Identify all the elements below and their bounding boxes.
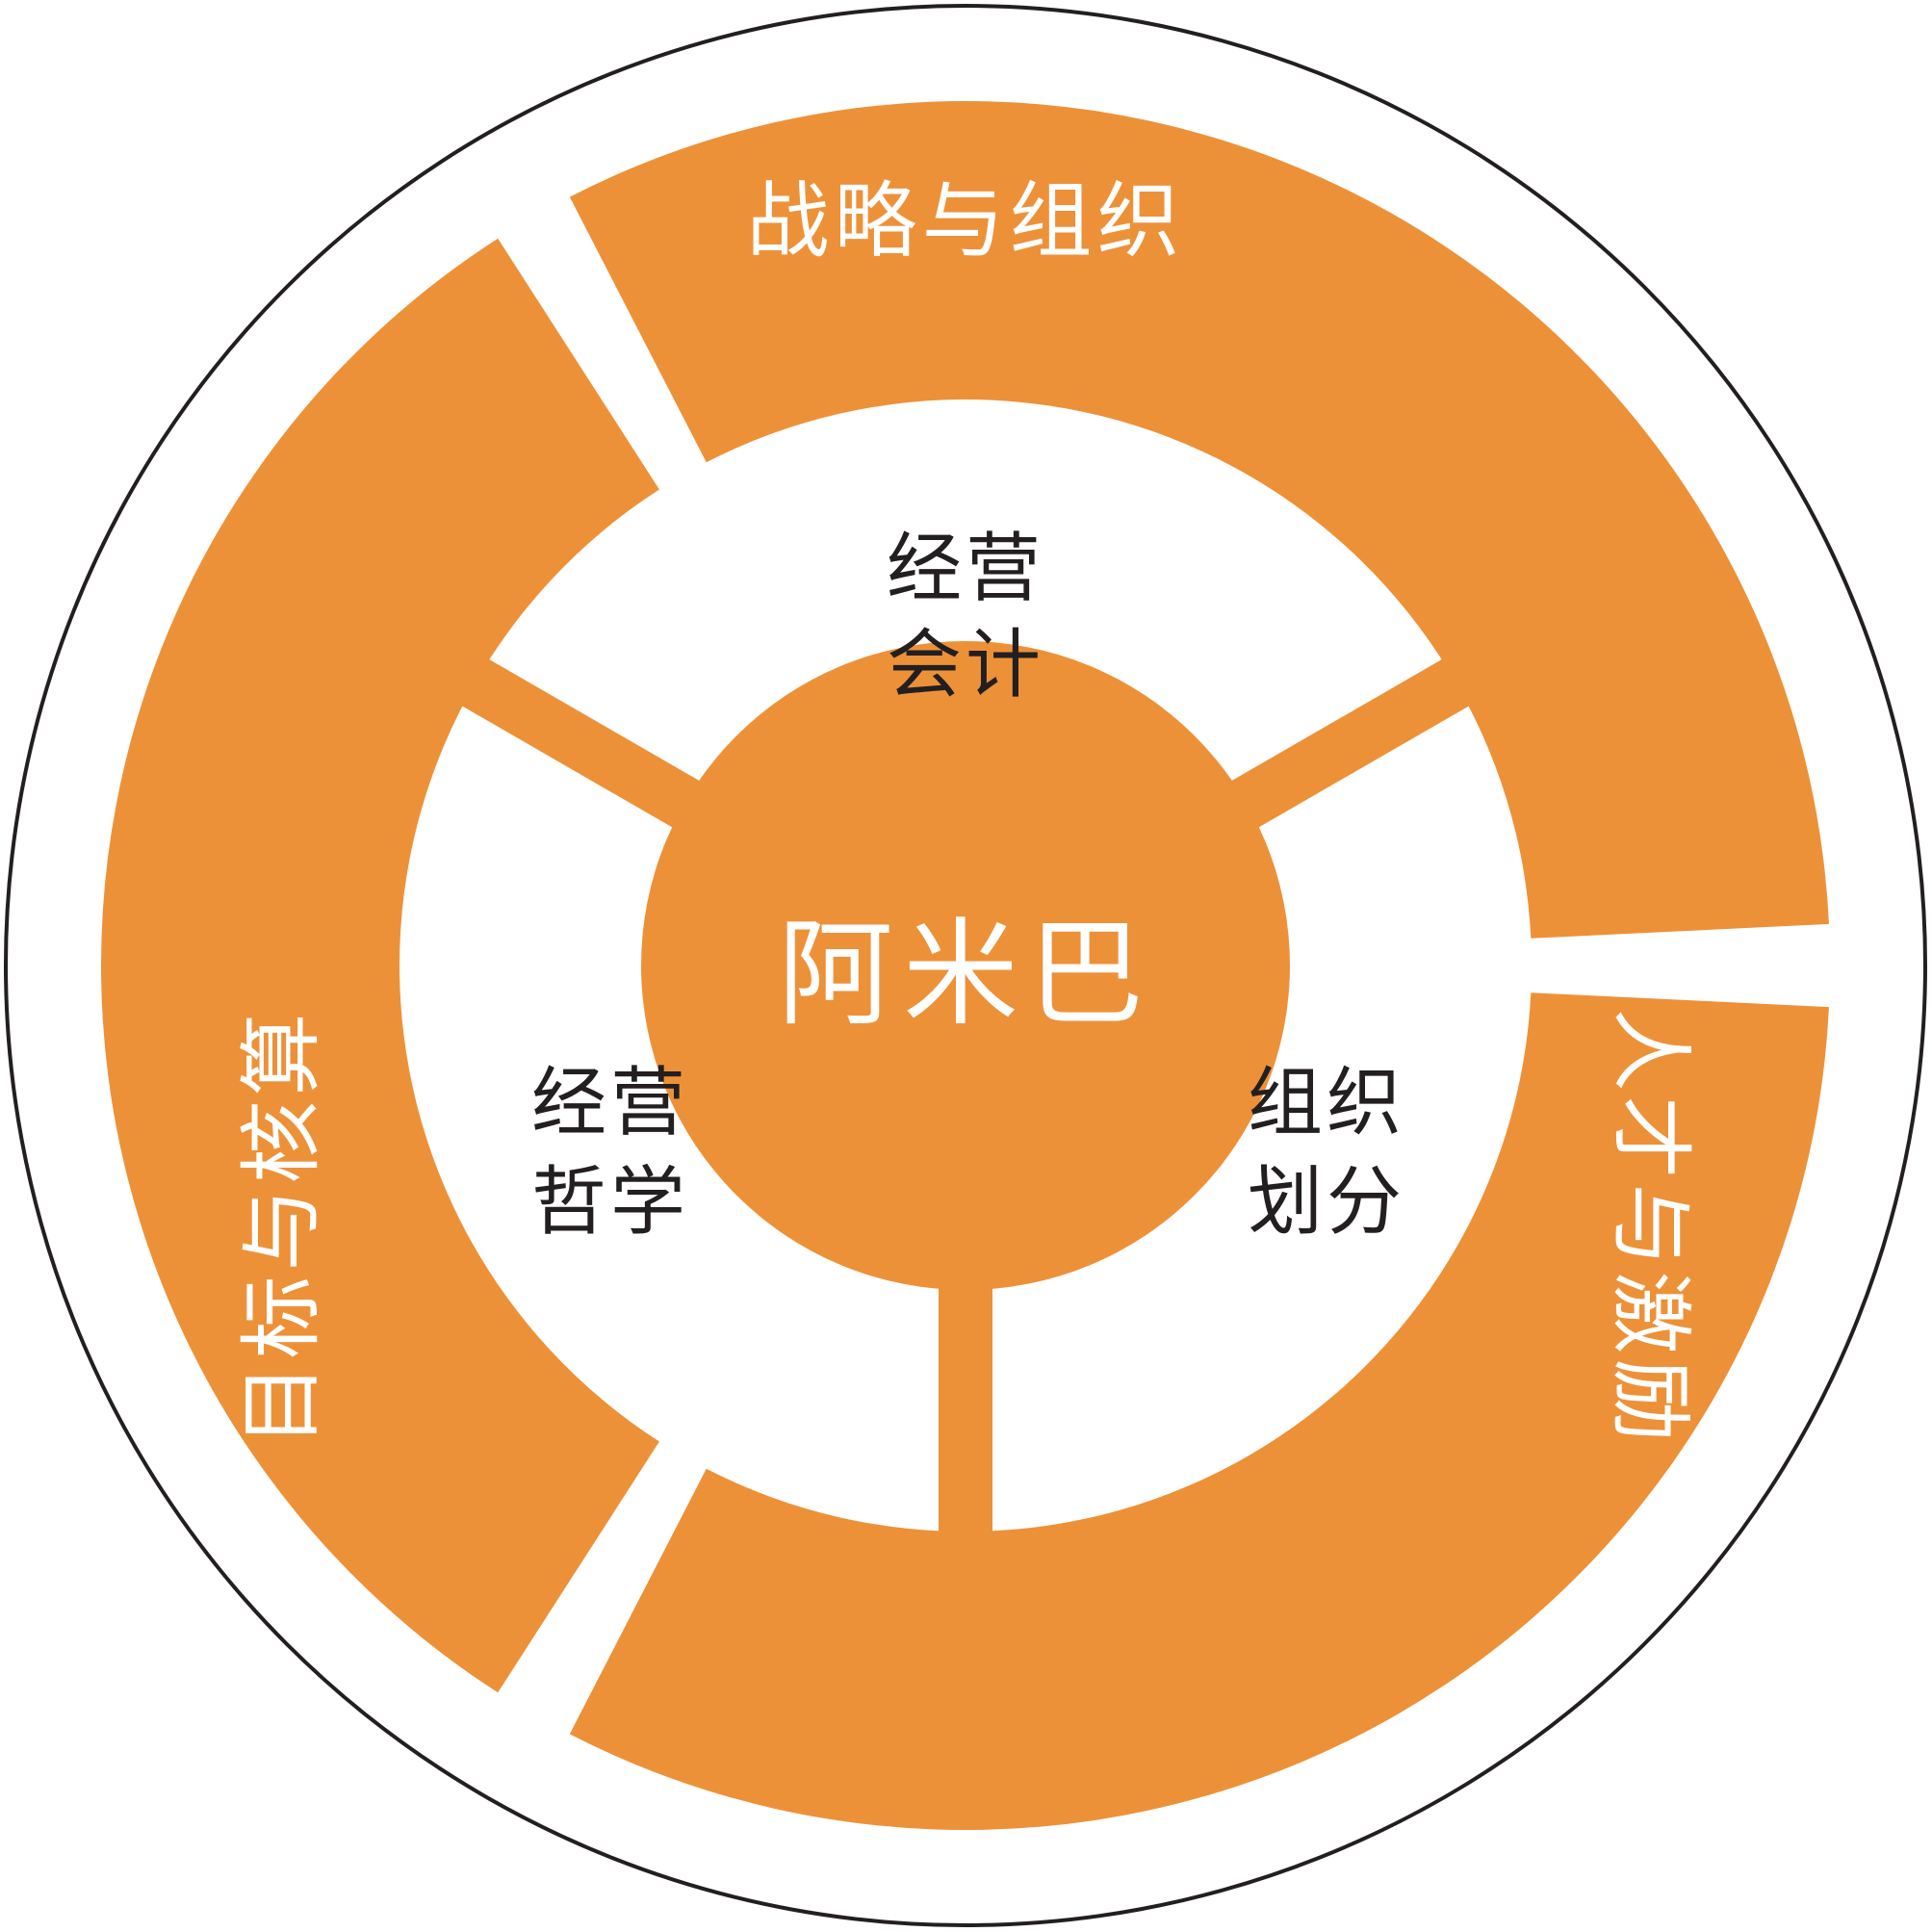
outer-label-goals-and-accounting: 目标与核算 [236,1009,328,1447]
spoke-group [460,657,1471,1533]
outer-ring-group [100,100,1829,1830]
inner-label-organizational-division-line1: 组织 [1248,1060,1405,1145]
inner-label-management-philosophy-line1: 经营 [531,1060,689,1145]
spoke-upper-right [1227,657,1471,830]
center-hub-circle[interactable] [641,641,1290,1290]
outer-segment-goals-and-accounting[interactable] [100,238,659,1693]
inner-label-management-philosophy-line2: 哲学 [531,1159,689,1244]
outer-label-strategy-and-organization: 战略与组织 [747,175,1185,268]
inner-label-management-accounting: 经营 会计 [887,526,1044,707]
spoke-upper-left [460,657,704,830]
inner-label-management-accounting-line2: 会计 [887,622,1044,707]
hub-label-amoeba: 阿米巴 [778,910,1153,1039]
outer-segment-strategy-and-organization[interactable] [569,100,1829,939]
inner-label-organizational-division-line2: 划分 [1248,1159,1405,1244]
inner-label-management-accounting-line1: 经营 [887,526,1044,610]
outer-segment-talent-and-incentives[interactable] [569,992,1829,1830]
inner-label-organizational-division: 组织 划分 [1248,1060,1405,1244]
inner-label-management-philosophy: 经营 哲学 [531,1060,689,1244]
outer-label-talent-and-incentives: 人才与激励 [1604,1009,1696,1447]
spoke-bottom [939,1284,992,1533]
